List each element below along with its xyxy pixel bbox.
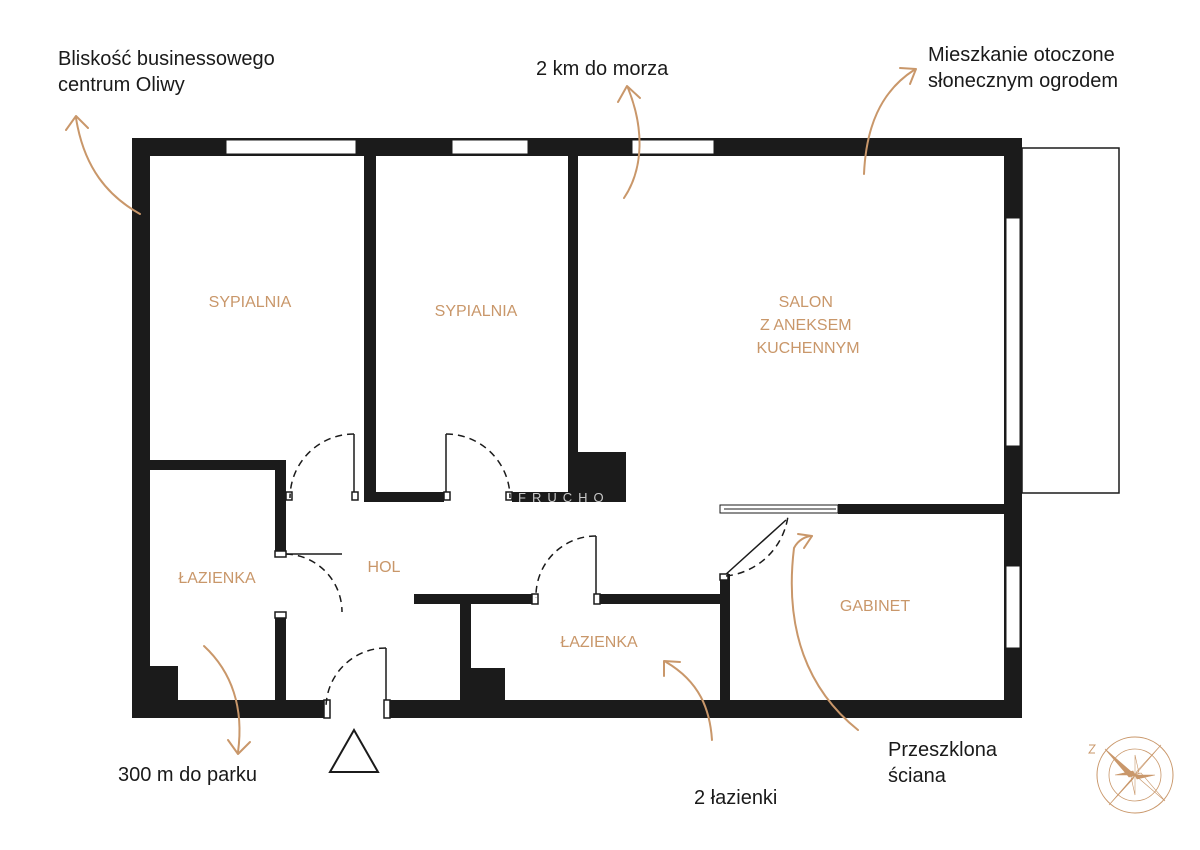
door-bathroom-2: [531, 535, 601, 605]
arrow-garden: [863, 67, 917, 175]
arrow-bathrooms: [663, 660, 713, 741]
arrow-park: [203, 645, 251, 755]
arrow-glass-wall: [790, 533, 859, 731]
room-label-bedroom-1: SYPIALNIA: [209, 294, 292, 311]
compass-rose-icon: [1088, 736, 1174, 814]
windows: [225, 139, 1021, 649]
room-label-bathroom-2: ŁAZIENKA: [560, 634, 638, 651]
door-bedroom-1: [285, 433, 359, 501]
terrace-outline: [1021, 147, 1120, 494]
interior-walls: [150, 156, 1004, 700]
note-glass-wall: Przeszklona ściana: [888, 739, 997, 787]
door-office: [719, 515, 789, 581]
note-garden: Mieszkanie otoczone słonecznym ogrodem: [928, 44, 1119, 92]
room-label-office: GABINET: [840, 598, 910, 615]
room-label-hall: HOL: [368, 559, 401, 576]
arrow-sea: [617, 85, 641, 199]
room-label-bathroom-1: ŁAZIENKA: [178, 570, 256, 587]
room-label-living: SALON Z ANEKSEM KUCHENNYM: [756, 294, 859, 357]
note-park-distance: 300 m do parku: [118, 764, 257, 786]
note-sea-distance: 2 km do morza: [536, 58, 669, 80]
door-entrance: [323, 647, 391, 719]
door-bathroom-1: [274, 550, 343, 619]
door-bedroom-2: [443, 433, 513, 501]
doors: [274, 433, 789, 719]
glass-wall: [719, 504, 839, 514]
watermark: FRUCHO: [518, 490, 610, 505]
note-bathrooms: 2 łazienki: [694, 787, 778, 809]
note-business-center: Bliskość businessowego centrum Oliwy: [58, 48, 275, 96]
room-label-bedroom-2: SYPIALNIA: [435, 303, 518, 320]
triangle-entrance-icon: [328, 727, 380, 773]
arrow-business-center: [65, 115, 141, 215]
annotation-arrows: [65, 67, 917, 755]
